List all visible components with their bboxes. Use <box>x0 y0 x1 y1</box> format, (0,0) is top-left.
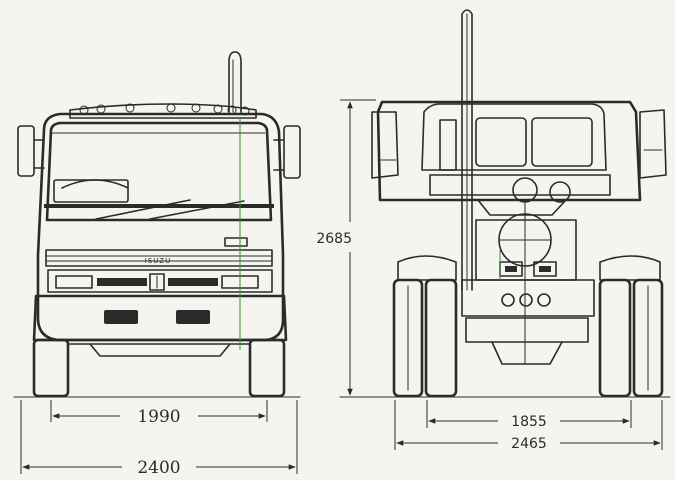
overall-height-label: 2685 <box>316 231 352 247</box>
right-mirror <box>273 125 301 179</box>
rear-left-dual-wheels <box>392 278 458 398</box>
rear-chassis <box>429 174 611 281</box>
front-cab-outline <box>36 112 285 342</box>
rear-view-truck <box>371 9 667 398</box>
dump-body <box>376 100 642 202</box>
cab-badge <box>224 237 248 247</box>
rear-right-dual-wheels <box>598 278 664 398</box>
rear-overall-width-label: 2465 <box>511 436 547 452</box>
front-track-label: 1990 <box>137 407 180 427</box>
front-bumper <box>32 294 288 342</box>
rear-track-label: 1855 <box>511 414 547 430</box>
left-mirror <box>17 125 45 177</box>
front-right-wheel <box>248 338 286 398</box>
front-overall-width-dimension <box>20 400 298 474</box>
rear-exhaust-stack <box>461 9 473 291</box>
front-overall-width-label: 2400 <box>137 458 180 478</box>
headlights <box>47 269 273 293</box>
front-grille: ISUZU <box>45 249 273 267</box>
roof-marker-lights <box>69 103 257 119</box>
rear-overall-width-dimension <box>394 400 663 450</box>
front-view-truck: ISUZU <box>17 51 301 398</box>
steering-wheel <box>53 179 129 203</box>
rear-axle <box>461 199 595 365</box>
svg-text:ISUZU: ISUZU <box>145 257 171 265</box>
front-track-dimension <box>50 400 268 422</box>
rear-track-dimension <box>426 400 632 428</box>
windshield <box>45 121 273 222</box>
front-left-wheel <box>32 338 70 398</box>
rear-cab-windows <box>421 103 607 171</box>
overall-height-dimension <box>340 99 376 398</box>
exhaust-stack <box>228 51 242 113</box>
wipers <box>44 199 274 220</box>
